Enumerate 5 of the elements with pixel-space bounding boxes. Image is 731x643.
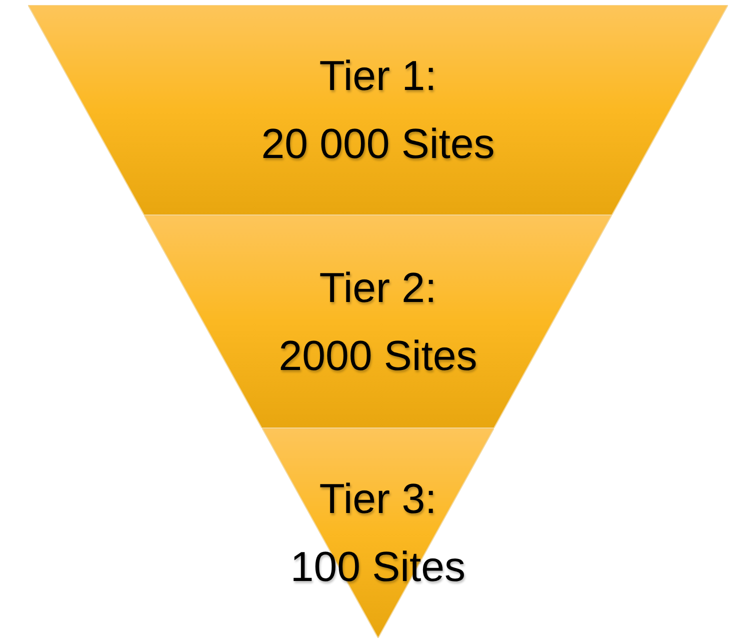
tier-label: Tier 3: <box>319 474 437 524</box>
tier-label: 20 000 Sites <box>261 119 495 169</box>
tier-label: 2000 Sites <box>278 330 478 380</box>
tier-label: Tier 1: <box>319 51 437 101</box>
tier-label: Tier 2: <box>319 262 437 312</box>
